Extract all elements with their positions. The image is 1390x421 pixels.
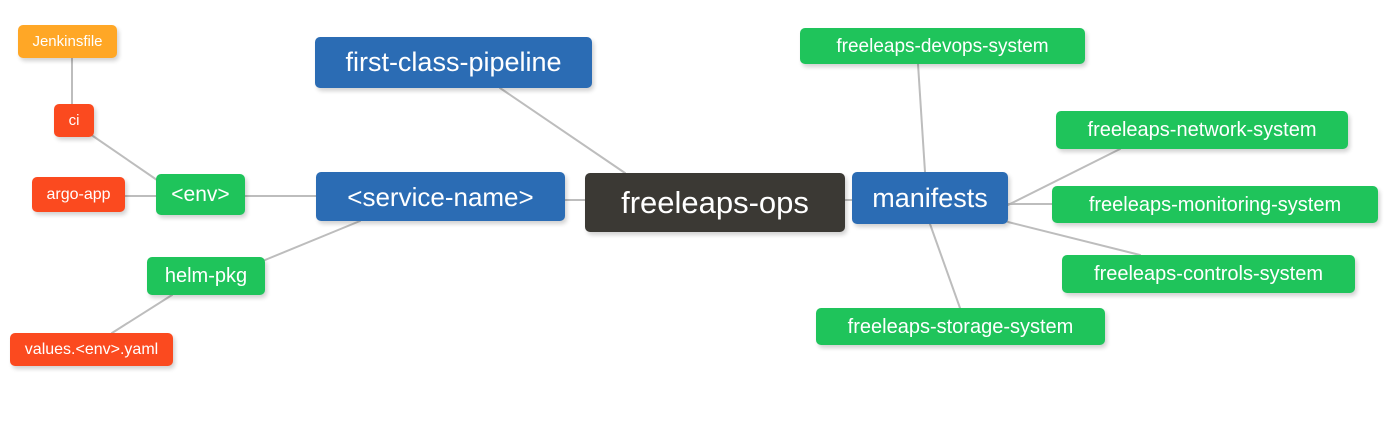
node-env[interactable]: <env> [156,174,245,215]
node-argo-app[interactable]: argo-app [32,177,125,212]
node-freeleaps-storage-system[interactable]: freeleaps-storage-system [816,308,1105,345]
node-freeleaps-monitoring-system[interactable]: freeleaps-monitoring-system [1052,186,1378,223]
edge-helm-pkg-to-service-name [264,220,361,261]
edge-manifests-to-freeleaps-storage-system [929,223,961,309]
node-helm-pkg[interactable]: helm-pkg [147,257,265,295]
node-manifests[interactable]: manifests [852,172,1008,224]
node-first-class-pipeline[interactable]: first-class-pipeline [315,37,592,88]
node-freeleaps-devops-system[interactable]: freeleaps-devops-system [800,28,1085,64]
node-service-name[interactable]: <service-name> [316,172,565,221]
node-freeleaps-controls-system[interactable]: freeleaps-controls-system [1062,255,1355,293]
node-jenkinsfile[interactable]: Jenkinsfile [18,25,117,58]
node-values-env-yaml[interactable]: values.<env>.yaml [10,333,173,366]
edge-ci-to-env [89,133,158,181]
edge-manifests-to-freeleaps-network-system [1007,148,1121,206]
node-freeleaps-ops[interactable]: freeleaps-ops [585,173,845,232]
edge-manifests-to-freeleaps-controls-system [1007,221,1141,256]
edge-first-class-pipeline-to-freeleaps-ops [499,87,626,174]
edge-values-env-yaml-to-helm-pkg [111,294,173,334]
node-freeleaps-network-system[interactable]: freeleaps-network-system [1056,111,1348,149]
node-ci[interactable]: ci [54,104,94,137]
edge-manifests-to-freeleaps-devops-system [917,63,926,173]
